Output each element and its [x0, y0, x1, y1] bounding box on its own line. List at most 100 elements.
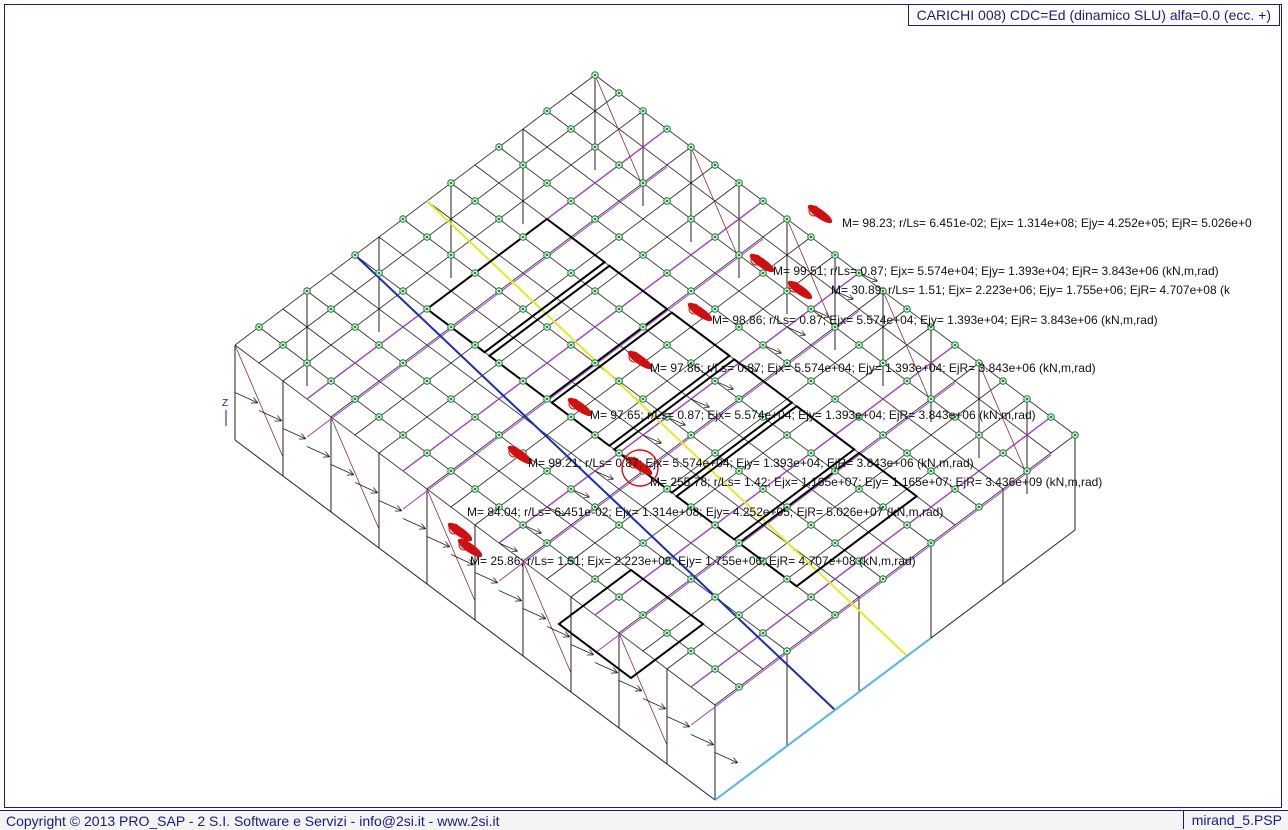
red-plastic-hinge-icon — [567, 397, 593, 417]
node-icon — [785, 649, 789, 653]
red-plastic-hinge-icon — [749, 253, 775, 273]
red-plastic-hinges — [447, 204, 833, 558]
node-icon — [953, 415, 957, 419]
node-icon — [809, 523, 813, 527]
node-icon — [929, 469, 933, 473]
structure-grid — [234, 74, 1076, 801]
node-icon — [881, 361, 885, 365]
red-plastic-hinge-icon — [627, 456, 653, 476]
node-icon — [425, 307, 429, 311]
hinge-ring-icon — [568, 398, 580, 410]
highlight-line — [426, 200, 908, 657]
node-icon — [1049, 415, 1053, 419]
node-icon — [929, 397, 933, 401]
node-icon — [593, 73, 597, 77]
node-icon — [545, 325, 549, 329]
brace-line — [690, 454, 1052, 726]
node-icon — [569, 559, 573, 563]
roof-line — [666, 398, 1028, 670]
load-arrow-icon — [546, 506, 565, 515]
node-icon — [737, 181, 741, 185]
load-arrow-icon — [546, 626, 569, 637]
node-icon — [401, 217, 405, 221]
node-icon — [449, 253, 453, 257]
node-icon — [617, 307, 621, 311]
load-arrow-icon — [618, 680, 641, 691]
node-icon — [881, 505, 885, 509]
roof-panel — [674, 404, 856, 541]
node-icon — [905, 523, 909, 527]
red-plastic-hinge-icon — [807, 204, 833, 224]
hinge-ring-icon — [628, 351, 640, 363]
node-icon — [449, 181, 453, 185]
node-icon — [497, 217, 501, 221]
node-icon — [833, 469, 837, 473]
node-icon — [377, 271, 381, 275]
node-icon — [881, 289, 885, 293]
brace-line — [402, 238, 764, 510]
roof-panel — [425, 217, 607, 354]
node-icon — [857, 271, 861, 275]
node-icon — [833, 397, 837, 401]
node-icon — [737, 613, 741, 617]
node-icon — [593, 145, 597, 149]
node-icon — [713, 163, 717, 167]
load-arrow-icon — [402, 518, 425, 529]
node-icon — [761, 343, 765, 347]
load-arrow-icon — [594, 470, 613, 479]
tie-rod — [978, 362, 1028, 476]
node-icon — [497, 505, 501, 509]
hinge-ring-icon — [628, 457, 640, 469]
roof-line — [378, 182, 740, 454]
node-icon — [785, 577, 789, 581]
tie-rod — [882, 290, 932, 404]
roof-line — [450, 236, 812, 508]
load-arrow-icon — [714, 752, 737, 763]
node-icon — [665, 127, 669, 131]
load-arrows — [234, 272, 877, 763]
node-icon — [329, 307, 333, 311]
node-icon — [593, 289, 597, 293]
red-plastic-hinge-icon — [787, 280, 813, 300]
load-arrow-icon — [570, 644, 593, 655]
file-name: mirand_5.PSP — [1182, 811, 1282, 829]
red-plastic-hinge-icon — [687, 302, 713, 322]
load-arrow-icon — [354, 482, 377, 493]
node-icon — [545, 109, 549, 113]
roof-line — [546, 308, 908, 580]
base-beam — [234, 439, 716, 801]
tie-rod — [426, 488, 476, 602]
roof-line — [258, 92, 620, 364]
node-icon — [665, 271, 669, 275]
node-icon — [761, 199, 765, 203]
structural-model-view[interactable]: M= 98.23; r/Ls= 6.451e-02; Ejx= 1.314e+0… — [0, 0, 1288, 808]
load-arrow-icon — [426, 536, 449, 547]
node-icon — [425, 235, 429, 239]
node-icon — [737, 253, 741, 257]
node-icon — [497, 145, 501, 149]
node-icon — [473, 343, 477, 347]
node-icon — [617, 451, 621, 455]
load-arrow-icon — [258, 410, 281, 421]
node-icon — [689, 577, 693, 581]
node-icon — [593, 577, 597, 581]
node-icon — [569, 199, 573, 203]
node-icon — [809, 235, 813, 239]
node-icon — [521, 235, 525, 239]
roof-line — [714, 434, 1076, 706]
node-icon — [449, 397, 453, 401]
node-icon — [401, 361, 405, 365]
tie-rod — [594, 74, 644, 188]
node-icon — [497, 361, 501, 365]
node-icon — [1025, 469, 1029, 473]
hinge-ring-icon — [508, 446, 520, 458]
load-arrow-icon — [234, 392, 257, 403]
tie-rod — [330, 416, 380, 530]
node-icon — [713, 307, 717, 311]
node-icon — [569, 343, 573, 347]
node-icon — [689, 505, 693, 509]
red-plastic-hinge-icon — [507, 445, 533, 465]
roof-panel — [612, 358, 794, 494]
node-icon — [545, 541, 549, 545]
red-plastic-hinge-icon — [627, 350, 653, 370]
